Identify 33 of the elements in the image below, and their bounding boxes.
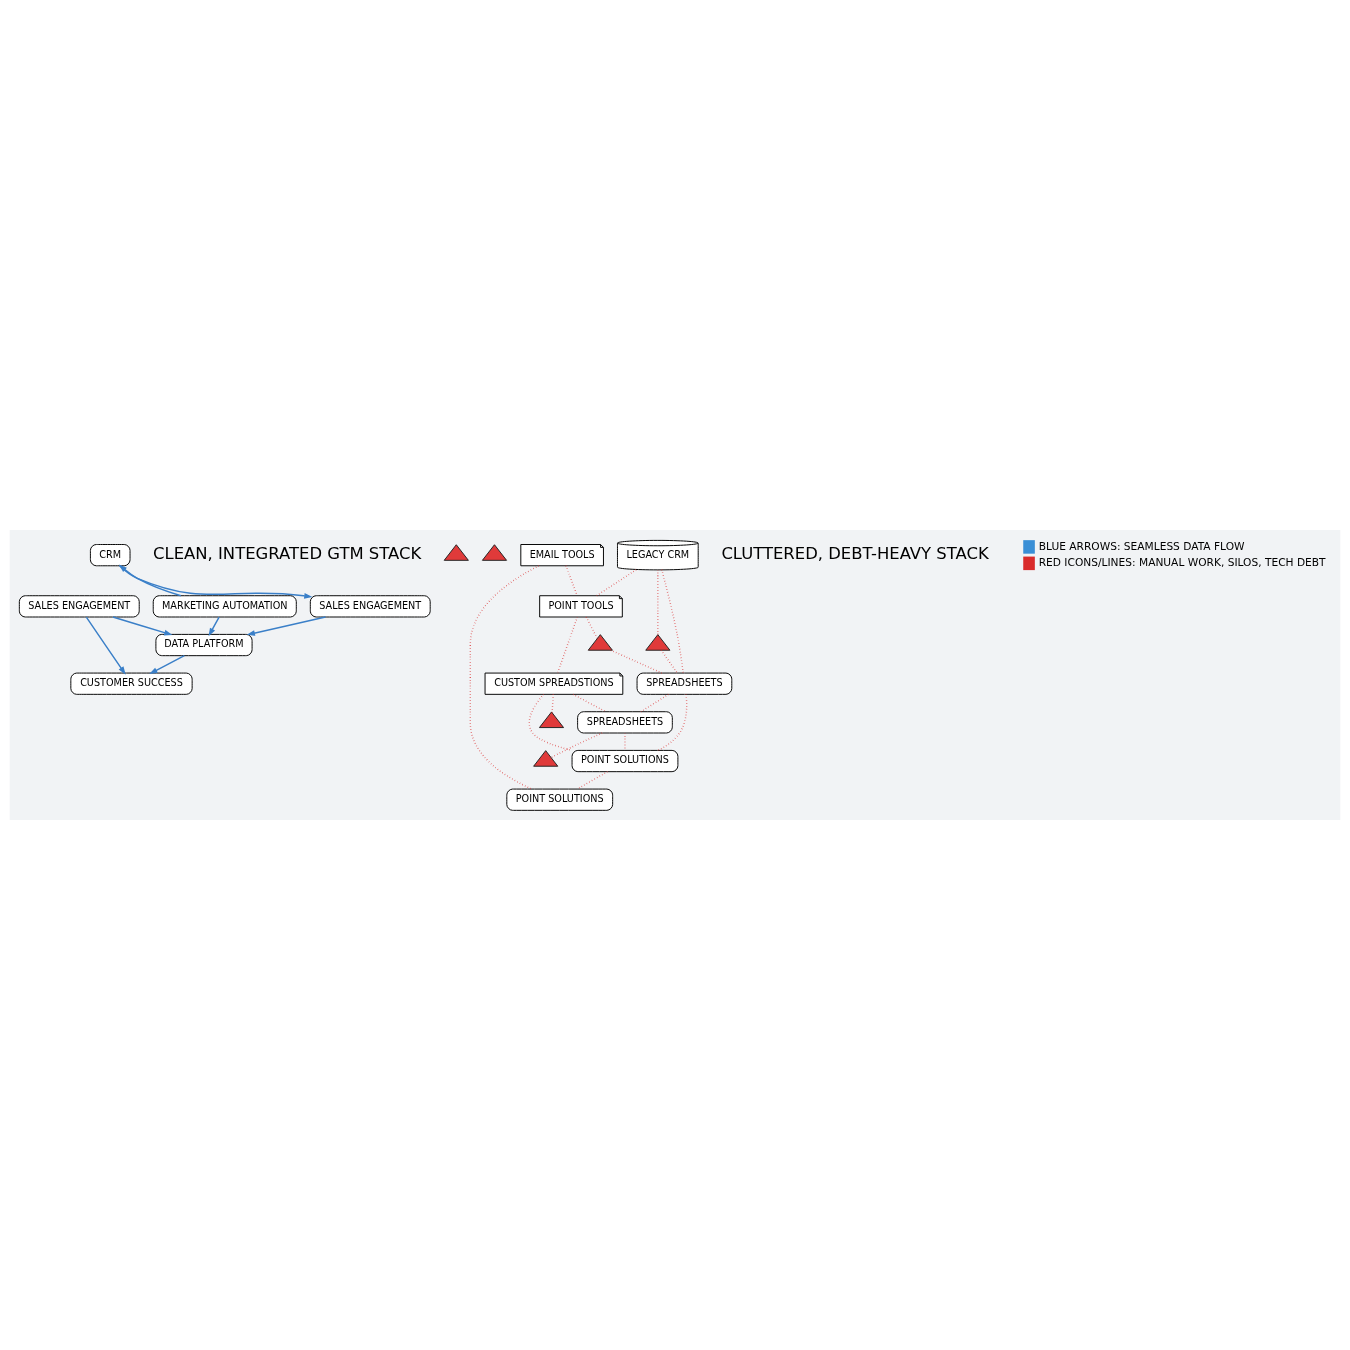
- legend-label: BLUE ARROWS: SEAMLESS DATA FLOW: [1038, 539, 1245, 553]
- arrow: [118, 565, 313, 599]
- connector: [572, 693, 607, 713]
- arrow: [149, 655, 186, 675]
- node-box: CRM: [89, 544, 131, 567]
- node-box: POINT SOLUTIONS: [506, 788, 614, 811]
- connector: [550, 732, 603, 759]
- node-triangle: [443, 544, 469, 561]
- node-triangle: [481, 544, 508, 561]
- arrow: [246, 616, 327, 636]
- legend-label: RED ICONS/LINES: MANUAL WORK, SILOS, TECH DEBT: [1038, 556, 1326, 570]
- label: CLEAN, INTEGRATED GTM STACK: [153, 544, 422, 564]
- node-box: CUSTOMER SUCCESS: [70, 672, 193, 695]
- node-box: SPREADSHEETS: [577, 711, 673, 734]
- node-triangle: [645, 634, 671, 651]
- arrow: [85, 616, 126, 675]
- connector: [469, 565, 540, 790]
- arrow: [112, 616, 173, 636]
- node-box: DATA PLATFORM: [155, 633, 253, 657]
- node-box: MARKETING AUTOMATION: [152, 595, 297, 618]
- node-box: POINT SOLUTIONS: [571, 749, 679, 773]
- arrow: [118, 564, 182, 597]
- node-triangle: [587, 634, 613, 651]
- node-box: SPREADSHEETS: [636, 672, 733, 695]
- connector: [528, 693, 573, 752]
- node-box: SALES ENGAGEMENT: [18, 595, 140, 618]
- label: CLUTTERED, DEBT-HEAVY STACK: [721, 544, 989, 564]
- connector: [610, 649, 663, 674]
- connector: [585, 616, 598, 640]
- node-triangle: [533, 750, 559, 767]
- node-triangle: [538, 711, 565, 729]
- arrow: [208, 616, 220, 637]
- node-box: SALES ENGAGEMENT: [309, 595, 431, 618]
